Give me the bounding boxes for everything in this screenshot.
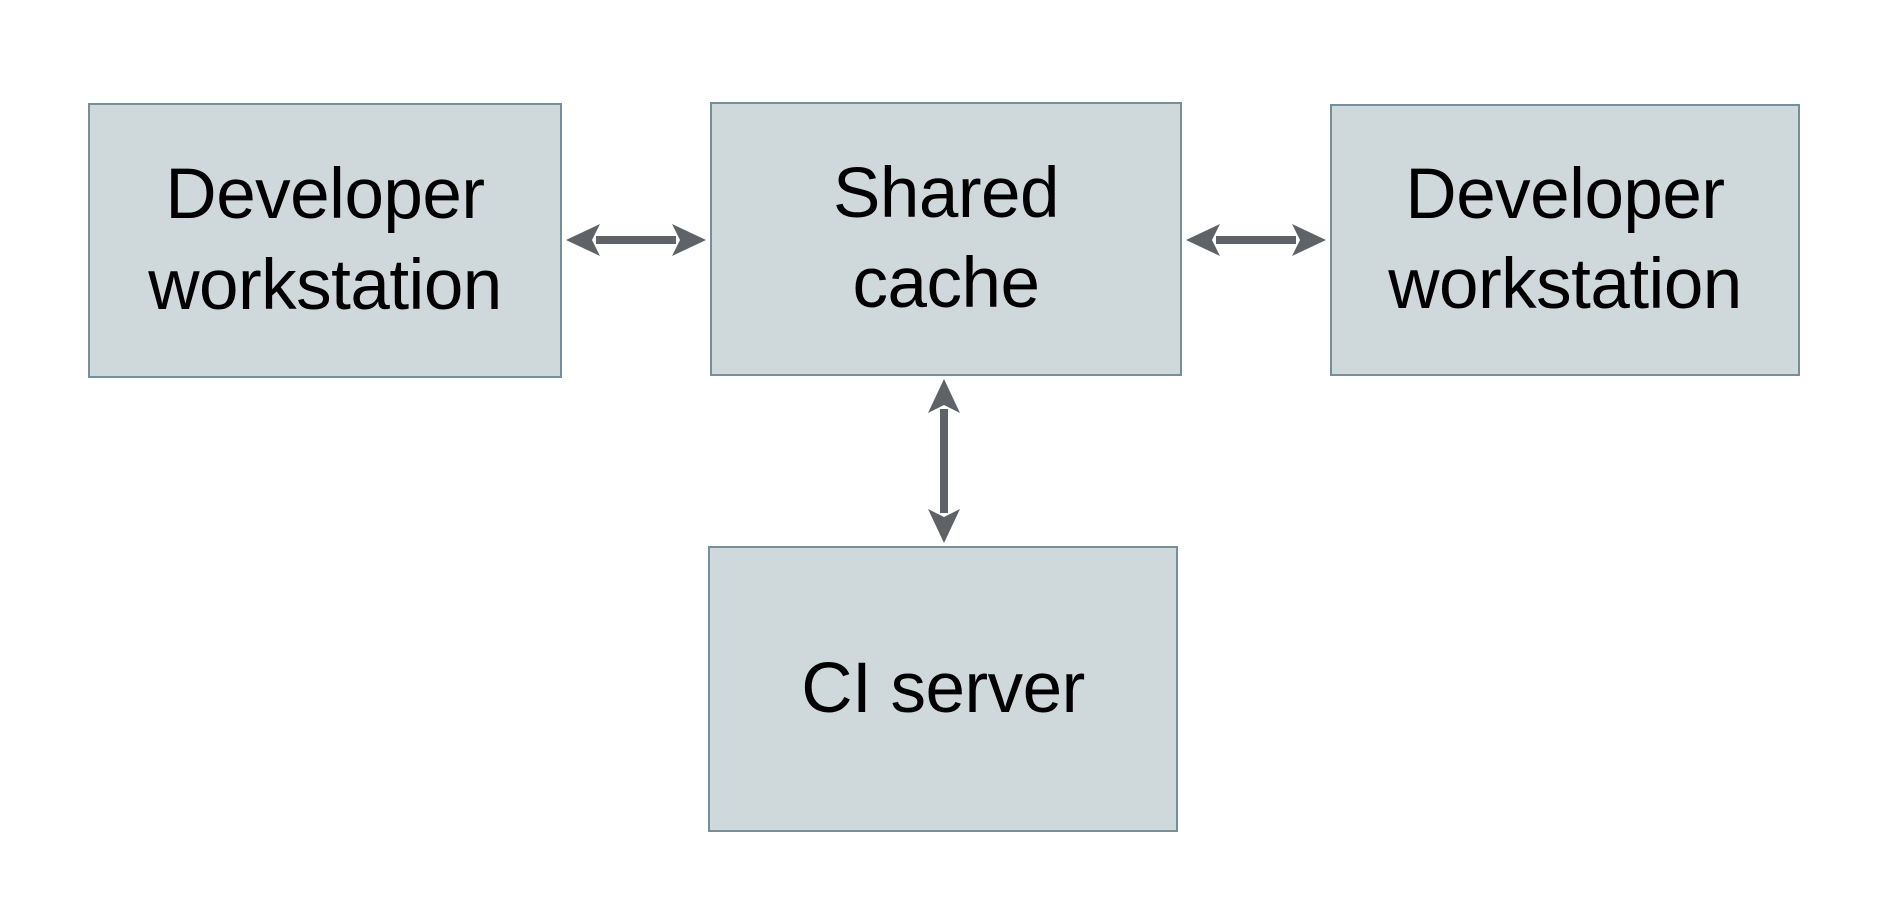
node-ci-server: CI server <box>708 546 1178 832</box>
arrow-head-right <box>672 224 706 256</box>
node-shared-cache: Shared cache <box>710 102 1182 376</box>
node-ci-server-label: CI server <box>801 648 1085 728</box>
arrow-head-left <box>1186 224 1220 256</box>
arrow-head-top <box>928 379 960 413</box>
arrow-head-bottom <box>928 509 960 543</box>
arrow-cache-ciserver-bidirectional-icon <box>928 379 960 543</box>
arrow-head-right <box>1292 224 1326 256</box>
node-developer-workstation-right-label: Developer workstation <box>1388 154 1742 324</box>
node-developer-workstation-left: Developer workstation <box>88 103 562 378</box>
arrow-devleft-cache-bidirectional-icon <box>566 224 706 256</box>
arrow-head-left <box>566 224 600 256</box>
node-developer-workstation-left-label: Developer workstation <box>148 155 502 325</box>
node-shared-cache-label: Shared cache <box>833 153 1059 323</box>
arrow-cache-devright-bidirectional-icon <box>1186 224 1326 256</box>
node-developer-workstation-right: Developer workstation <box>1330 104 1800 376</box>
